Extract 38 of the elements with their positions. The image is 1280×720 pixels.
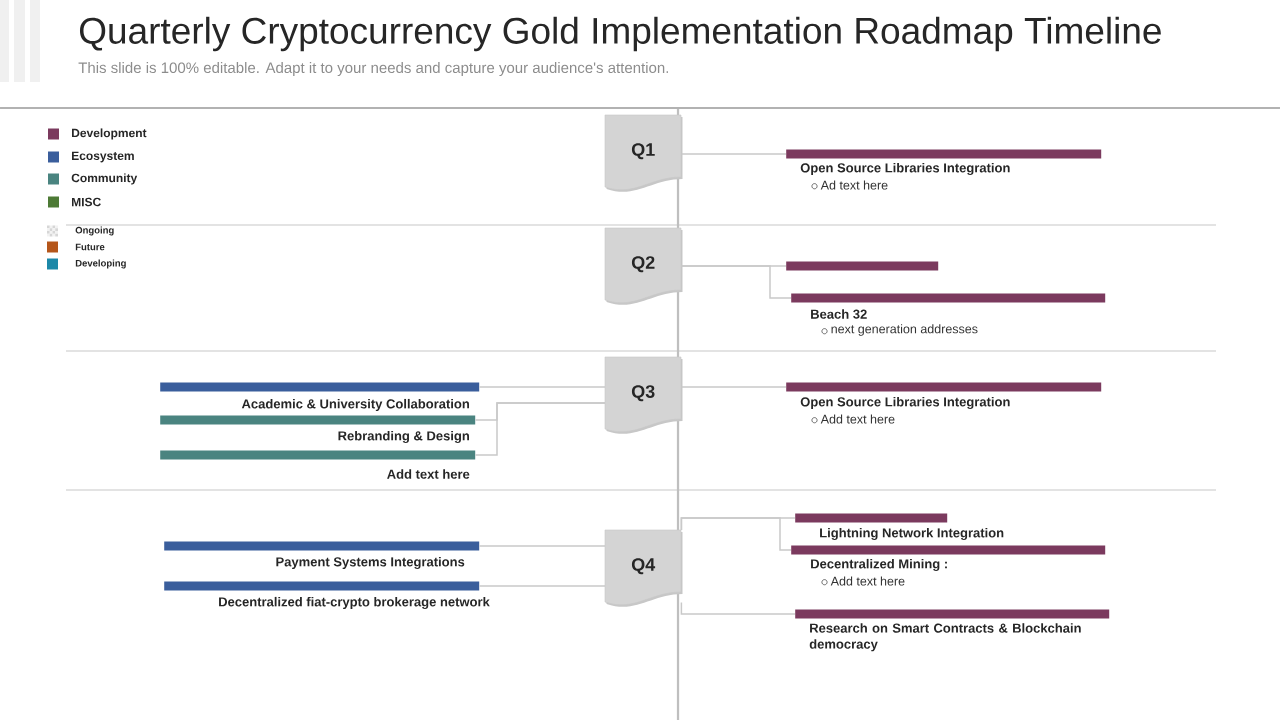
bullet-text: Add text here (830, 576, 905, 586)
bar-label: Academic & University Collaboration (241, 398, 469, 412)
quarter-flag: Q2 (604, 227, 683, 305)
legend-label: Community (71, 173, 138, 185)
legend-label: Developing (75, 259, 126, 269)
title: Quarterly Cryptocurrency Gold Implementation Roadmap Timeline (79, 16, 1161, 52)
connector-line (478, 386, 606, 388)
connector-line (478, 585, 606, 587)
bar-label: Add text here (387, 469, 470, 479)
bullet-text: Add text here (820, 414, 895, 424)
timeline-bar (786, 261, 939, 271)
bar-label: Beach 32 (811, 309, 867, 319)
quarter-flag: Q3 (604, 356, 683, 434)
connector-line (478, 545, 606, 547)
bar-label: Payment Systems Integrations (276, 556, 465, 570)
bullet-text: Ad text here (820, 180, 888, 190)
connector-line (474, 402, 606, 456)
quarter-flag: Q4 (604, 529, 683, 607)
bar-label: Open Source Libraries Integration (800, 396, 1010, 410)
connector-line (680, 265, 792, 299)
subtitle: This slide is 100% editable. Adapt it to your needs and capture your audience's attention. (78, 62, 668, 76)
connector-line (680, 601, 796, 615)
legend-label: Ongoing (75, 226, 114, 236)
connector-line (680, 386, 787, 388)
bar-label: Lightning Network Integration (820, 527, 1004, 541)
bar-label: Decentralized Mining : (811, 558, 947, 572)
legend-label: MISC (72, 197, 101, 207)
connector-line (680, 153, 787, 155)
bar-label: Decentralized fiat-crypto brokerage network (219, 596, 490, 610)
legend-label: Ecosystem (72, 151, 134, 163)
legend-label: Future (75, 243, 105, 251)
bar-label: Research on Smart Contracts & Blockchain democracy (809, 623, 1081, 652)
bullet-text: next generation addresses (831, 324, 978, 336)
bar-label: Open Source Libraries Integration (800, 162, 1010, 176)
quarter-flag: Q1 (604, 114, 683, 192)
legend-label: Development (72, 128, 147, 140)
connector-line (680, 517, 792, 551)
bar-label: Rebranding & Design (338, 430, 469, 444)
